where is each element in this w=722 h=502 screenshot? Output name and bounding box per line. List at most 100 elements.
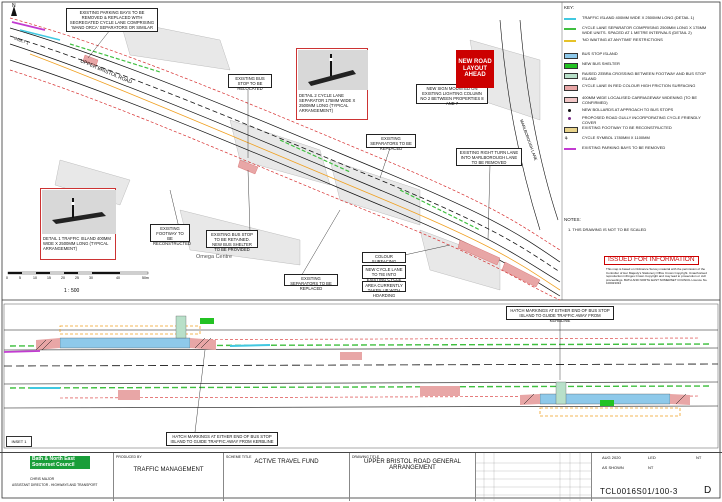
title-block: Bath & North East Somerset Council CHRIS… xyxy=(0,452,722,501)
key-line-swatch xyxy=(564,28,576,30)
north-arrow-icon xyxy=(11,6,17,16)
tb-produced-by: PRODUCED BY TRAFFIC MANAGEMENT xyxy=(114,453,224,501)
key-box-swatch xyxy=(564,63,578,69)
key-box-swatch xyxy=(564,73,578,79)
key-item: CYCLE LANE SEPARATOR COMPRISING 2500mm L… xyxy=(564,25,716,36)
key-item: NEW BOLLARDS AT APPROACH TO BUS STOPS xyxy=(564,107,716,118)
street-label-omega: Omega Centre xyxy=(196,254,232,260)
callout-area-taken: AREA CURRENTLY TAKEN UP WITH HOARDING xyxy=(362,281,406,298)
key-item-label: 400mm WIDE LOCALISED CARRIAGEWAY WIDENIN… xyxy=(582,95,697,105)
key-box-swatch xyxy=(564,53,578,59)
tb-meta: AUG 2020 LED AS SHOWN NT NT TCL0016S01/1… xyxy=(592,453,722,501)
key-item-label: EXISTING PARKING BAYS TO BE REMOVED xyxy=(582,145,666,150)
tb-drawing-head: DRAWING TITLE xyxy=(352,455,380,459)
new-road-layout-sign: NEW ROAD LAYOUT AHEAD xyxy=(456,50,494,88)
callout-hatch-bottom: HATCH MARKINGS AT EITHER END OF BUS STOP… xyxy=(166,432,278,446)
detail-2-caption: DETAIL 2 CYCLE LANE SEPARATOR 175mm WIDE… xyxy=(299,93,356,113)
scale-tick: 20 xyxy=(61,276,65,280)
key-item-label: PROPOSED ROAD GULLY INCORPORATING CYCLE … xyxy=(582,115,701,125)
scale-tick: 50m xyxy=(142,276,149,280)
scale-tick: 0 xyxy=(6,276,8,280)
key-item-label: NEW BUS SHELTER xyxy=(582,61,620,66)
detail-1-box: DETAIL 1 TRAFFIC ISLAND 400mm WIDE x 250… xyxy=(40,188,116,260)
notes-item: 1. THIS DRAWING IS NOT TO BE SCALED xyxy=(568,227,647,232)
tb-revisions xyxy=(476,453,592,501)
key-item: EXISTING PARKING BAYS TO BE REMOVED xyxy=(564,145,716,156)
scale-tick: 40 xyxy=(116,276,120,280)
north-label: N xyxy=(12,3,16,9)
key-item: RAISED ZEBRA CROSSING BETWEEN FOOTWAY AN… xyxy=(564,71,716,82)
tb-scheme: SCHEME TITLE ACTIVE TRAVEL FUND xyxy=(224,453,350,501)
key-dot-swatch xyxy=(568,109,571,112)
key-item-label: CYCLE SYMBOL 1780mm x 1100mm xyxy=(582,135,650,140)
tb-revision: D xyxy=(704,485,712,496)
key-item-label: TRAFFIC ISLAND 400mm WIDE x 2500mm LONG … xyxy=(582,15,695,20)
scale-tick: 15 xyxy=(47,276,51,280)
callout-hatch-top: HATCH MARKINGS AT EITHER END OF BUS STOP… xyxy=(506,306,614,323)
key-item-label: CYCLE LANE IN RED COLOUR HIGH FRICTION S… xyxy=(582,83,696,88)
callout-parking: EXISTING PARKING BAYS TO BE REMOVED & RE… xyxy=(66,8,158,32)
tb-drawing: DRAWING TITLE UPPER BRISTOL ROAD GENERAL… xyxy=(350,453,476,501)
key-item: 400mm WIDE LOCALISED CARRIAGEWAY WIDENIN… xyxy=(564,95,716,106)
tb-scale: AS SHOWN xyxy=(602,465,624,470)
key-box-swatch xyxy=(564,127,578,133)
copyright-note: This map is based on Ordnance Survey mat… xyxy=(606,267,708,286)
key-item: ⚘ CYCLE SYMBOL 1780mm x 1100mm xyxy=(564,135,716,146)
key-box-swatch xyxy=(564,85,578,91)
notes-title: NOTES: xyxy=(564,217,581,222)
key-item: TRAFFIC ISLAND 400mm WIDE x 2500mm LONG … xyxy=(564,15,716,26)
detail-1-caption: DETAIL 1 TRAFFIC ISLAND 400mm WIDE x 250… xyxy=(43,236,111,251)
key-box-swatch xyxy=(564,97,578,103)
scale-tick: 30 xyxy=(89,276,93,280)
key-title: KEY: xyxy=(564,5,575,10)
tb-produced-value: TRAFFIC MANAGEMENT xyxy=(133,467,204,473)
key-item-label: 'NO WAITING AT ANYTIME' RESTRICTIONS xyxy=(582,37,663,42)
cycle-symbol-icon: ⚘ xyxy=(564,136,569,142)
tb-drawing-value: UPPER BRISTOL ROAD GENERAL ARRANGEMENT xyxy=(363,459,462,471)
tb-scheme-head: SCHEME TITLE xyxy=(226,455,252,459)
tb-scheme-value: ACTIVE TRAVEL FUND xyxy=(254,459,319,465)
street-label-upper-bristol: UPPER BRISTOL ROAD xyxy=(79,58,133,85)
tb-produced-head: PRODUCED BY xyxy=(116,455,142,459)
scale-bar xyxy=(7,271,149,275)
tb-date: AUG 2020 xyxy=(602,455,621,460)
key-item-label: RAISED ZEBRA CROSSING BETWEEN FOOTWAY AN… xyxy=(582,71,706,81)
callout-separators-bottom: EXISTING SEPARATORS TO BE REPLACED xyxy=(284,274,338,291)
key-item: NEW BUS SHELTER xyxy=(564,61,716,72)
tb-approved: NT xyxy=(696,455,702,460)
callout-bus-retained: EXISTING BUS STOP TO BE RETAINED. NEW BU… xyxy=(206,230,258,252)
traffic-island-illustration xyxy=(42,190,116,234)
council-logo: Bath & North East Somerset Council xyxy=(30,456,90,469)
issued-for-information: ISSUED FOR INFORMATION xyxy=(604,256,699,265)
detail-2-box: DETAIL 2 CYCLE LANE SEPARATOR 175mm WIDE… xyxy=(296,48,368,120)
key-item: EXISTING FOOTWAY TO BE RECONSTRUCTED xyxy=(564,125,716,136)
key-item-label: CYCLE LANE SEPARATOR COMPRISING 2500mm L… xyxy=(582,25,707,35)
scale-ticks: 0 5 10 15 20 25 30 40 50m xyxy=(6,276,156,282)
key-item: 'NO WAITING AT ANYTIME' RESTRICTIONS xyxy=(564,37,716,48)
callout-new-sign: NEW SIGN MOUNTED ON EXISTING LIGHTING CO… xyxy=(416,84,488,106)
tb-role: ASSISTANT DIRECTOR - HIGHWAYS AND TRANSP… xyxy=(12,483,98,487)
tb-drawing-number: TCL0016S01/100-3 xyxy=(600,487,678,496)
callout-new-cycle-lane: NEW CYCLE LANE TO TIE INTO EXISTING CYCL… xyxy=(362,265,406,287)
key-line-swatch xyxy=(564,18,576,20)
revision-table xyxy=(476,453,592,501)
key-item-label: NEW BOLLARDS AT APPROACH TO BUS STOPS xyxy=(582,107,674,112)
tb-drawn: LED xyxy=(648,455,656,460)
key-dot-swatch xyxy=(568,117,571,120)
key-item: CYCLE LANE IN RED COLOUR HIGH FRICTION S… xyxy=(564,83,716,94)
callout-bus-relocated: EXISTING BUS STOP TO BE RELOCATED xyxy=(228,74,272,91)
key-item: PROPOSED ROAD GULLY INCORPORATING CYCLE … xyxy=(564,115,716,126)
scale-tick: 25 xyxy=(75,276,79,280)
tb-person: CHRIS MAJOR xyxy=(30,477,55,481)
key-line-swatch xyxy=(564,40,576,42)
key-item: BUS STOP ISLAND xyxy=(564,51,716,62)
scale-tick: 10 xyxy=(33,276,37,280)
scale-label: 1 : 500 xyxy=(64,288,80,294)
callout-footway: EXISTING FOOTWAY TO BE RECONSTRUCTED xyxy=(150,224,191,246)
key-item-label: EXISTING FOOTWAY TO BE RECONSTRUCTED xyxy=(582,125,672,130)
tb-council: Bath & North East Somerset Council CHRIS… xyxy=(0,453,114,501)
scale-tick: 5 xyxy=(19,276,21,280)
callout-right-turn: EXISTING RIGHT TURN LANE INTO MARLBOROUG… xyxy=(456,148,522,166)
